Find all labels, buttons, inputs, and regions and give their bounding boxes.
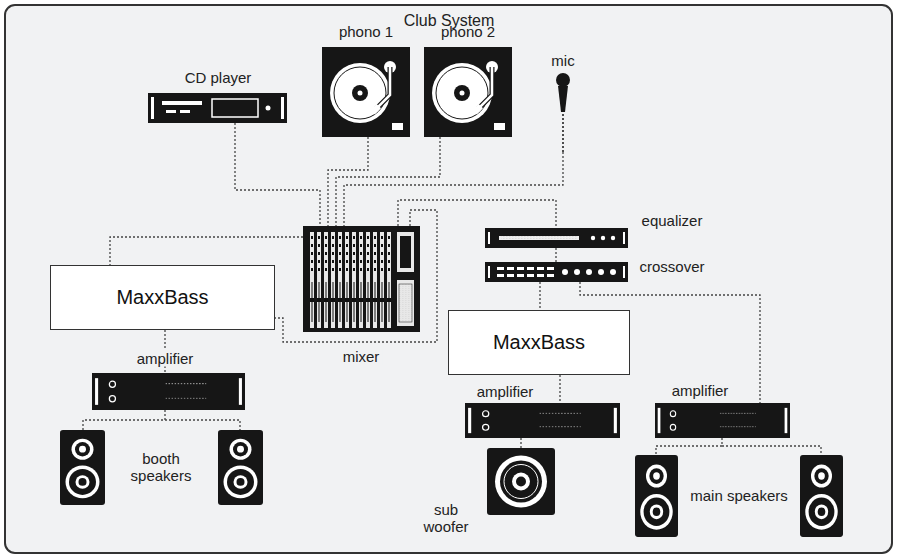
amplifier-drawing <box>465 403 620 438</box>
turntable-drawing <box>322 47 410 137</box>
box-label: MaxxBass <box>493 331 585 354</box>
mic-drawing <box>556 73 570 152</box>
speaker-drawing <box>218 430 263 505</box>
turntable: phono 1 <box>322 47 410 137</box>
signal-wire <box>539 282 540 310</box>
equalizer-drawing <box>485 228 628 248</box>
crossover: crossover <box>485 262 628 282</box>
system-frame <box>5 5 892 553</box>
amplifier-drawing <box>655 403 790 438</box>
signal-wire <box>336 137 440 226</box>
signal-wire <box>344 152 563 226</box>
subwoofer: sub woofer <box>487 448 555 515</box>
device-label: mixer <box>340 348 383 365</box>
device-label: sub woofer <box>416 501 476 535</box>
turntable-drawing <box>424 47 512 137</box>
diagram-title: Club System <box>404 12 495 30</box>
speaker-pair: booth speakers <box>60 430 263 505</box>
signal-wire <box>328 137 368 226</box>
device-label: main speakers <box>689 487 789 504</box>
signal-wire <box>520 438 521 448</box>
signal-wire <box>559 375 560 403</box>
amplifier-drawing <box>92 373 245 410</box>
amplifier: amplifier <box>92 373 245 410</box>
device-label: amplifier <box>134 350 197 367</box>
device-label: crossover <box>639 258 704 275</box>
signal-wire <box>83 410 165 430</box>
device-label: equalizer <box>642 212 703 229</box>
speaker-pair: main speakers <box>635 455 842 537</box>
amplifier: amplifier <box>465 403 620 438</box>
cd-player: CD player <box>148 93 287 123</box>
signal-wire <box>555 248 556 262</box>
maxxbass-box: MaxxBass <box>50 265 275 330</box>
device-label: amplifier <box>477 383 534 400</box>
equalizer: equalizer <box>485 228 628 248</box>
speaker-drawing <box>635 455 678 537</box>
speaker-drawing <box>60 430 105 505</box>
device-label: phono 1 <box>339 23 393 40</box>
crossover-drawing <box>485 262 628 282</box>
subwoofer-drawing <box>487 448 555 515</box>
signal-wire <box>398 200 556 228</box>
device-label: CD player <box>185 69 252 86</box>
signal-wire <box>110 237 303 265</box>
device-label: amplifier <box>672 382 729 399</box>
signal-wire <box>275 210 437 342</box>
signal-wire <box>656 438 722 455</box>
microphone: mic <box>553 72 573 152</box>
box-label: MaxxBass <box>116 286 208 309</box>
mixer: mixer <box>303 226 420 332</box>
turntable: phono 2 <box>424 47 512 137</box>
device-label: mic <box>551 52 574 69</box>
amplifier: amplifier <box>655 403 790 438</box>
branch-wire <box>165 420 821 455</box>
device-label: booth speakers <box>116 450 206 484</box>
speaker-drawing <box>800 455 843 537</box>
maxxbass-box: MaxxBass <box>448 310 630 375</box>
cd-player-drawing <box>148 93 287 123</box>
signal-wire <box>235 123 320 226</box>
mixer-drawing <box>303 226 420 332</box>
